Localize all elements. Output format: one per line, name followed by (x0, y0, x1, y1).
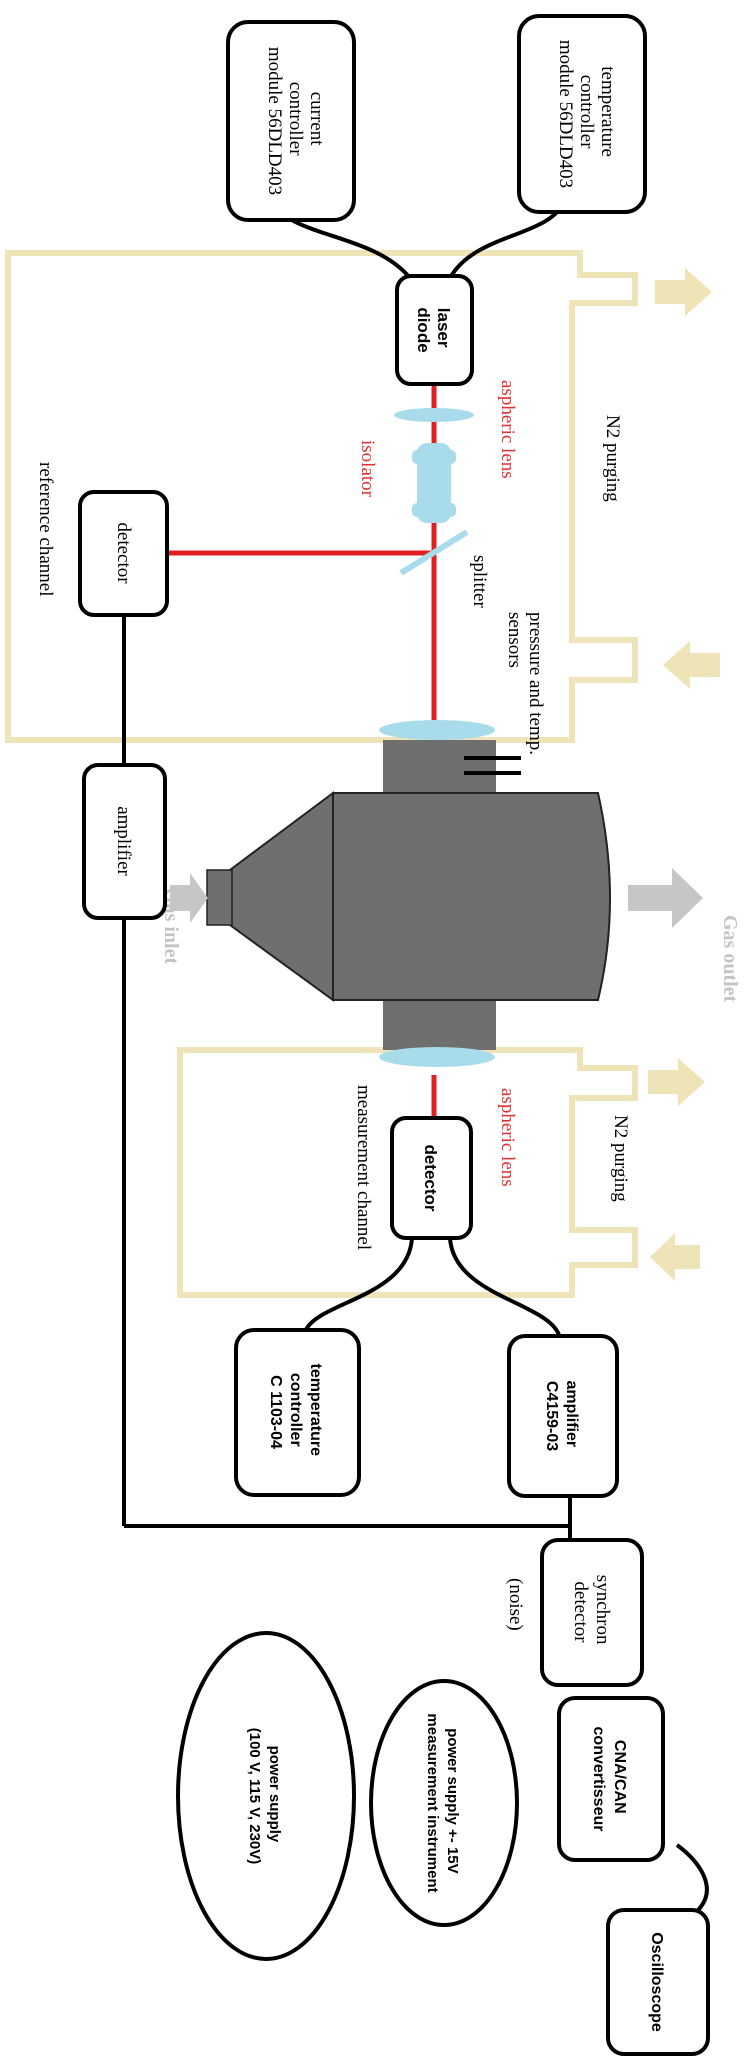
splitter-label: splitter (469, 555, 490, 608)
laser-diode-box: laser diode (395, 274, 474, 386)
temperature-controller-top-box: temperature controller module 56DLD403 (517, 14, 647, 214)
n2-purging-top-label: N2 purging (602, 415, 623, 502)
aspheric-lens-top-label: aspheric lens (497, 380, 518, 479)
reference-amplifier-box: amplifier (82, 763, 167, 920)
lower-enclosure (177, 1047, 638, 1298)
svg-text:current controller: current controller module 56DLD403 (264, 47, 327, 195)
window-bottom (379, 1047, 495, 1067)
svg-text:CNA/CAN convertisseur: CNA/CAN convertisseur (590, 1727, 628, 1832)
aspheric-lens-top (394, 408, 474, 422)
svg-text:temperature controller: temperature controller C 1103-04 (267, 1364, 324, 1461)
oscilloscope-box: Oscilloscope (606, 1908, 710, 2056)
beam-splitter (399, 529, 469, 576)
measurement-detector-box: detector (390, 1116, 473, 1240)
n2-purging-bottom-label: N2 purging (610, 1115, 631, 1202)
reference-channel-label: reference channel (35, 462, 56, 596)
n2-out-arrow-top (655, 268, 712, 316)
n2-in-arrow-top (663, 641, 720, 689)
current-controller-box: current controller module 56DLD403 (226, 20, 356, 222)
isolator-label: isolator (357, 440, 378, 498)
amplifier-c4159-box: amplifier C4159-03 (507, 1334, 619, 1498)
gas-inlet-arrow (170, 873, 208, 923)
n2-out-arrow-bottom (648, 1058, 705, 1106)
reference-detector-box: detector (78, 490, 169, 617)
synchron-detector-box: synchron detector (540, 1538, 644, 1687)
isolator (412, 443, 456, 523)
svg-text:Oscilloscope: Oscilloscope (648, 1932, 665, 2032)
svg-text:laser diode: laser diode (414, 307, 453, 352)
upper-enclosure (5, 250, 638, 743)
svg-text:amplifier C4159-03: amplifier C4159-03 (543, 1380, 580, 1451)
pressure-temp-sensors (464, 756, 521, 775)
svg-text:detector: detector (421, 1144, 440, 1211)
gas-outlet-label: Gas outlet (719, 915, 741, 1003)
gas-cell (206, 740, 611, 1050)
svg-text:power supply (100 V, 115: power supply (100 V, 115 V, 230V) (246, 1728, 283, 1865)
svg-text:amplifier: amplifier (113, 806, 134, 876)
window-top (379, 720, 495, 740)
temperature-controller-bottom-box: temperature controller C 1103-04 (234, 1328, 361, 1497)
pressure-temp-sensors-label: pressure and temp. sensors (504, 612, 546, 760)
aspheric-lens-bottom-label: aspheric lens (497, 1088, 518, 1187)
svg-text:power supply +- 15V meas: power supply +- 15V measurement instrume… (424, 1713, 461, 1892)
noise-label: (noise) (505, 1578, 526, 1631)
converter-box: CNA/CAN convertisseur (557, 1696, 665, 1862)
svg-text:synchron detector: synchron detector (570, 1575, 613, 1649)
power-supply-mains-ellipse: power supply (100 V, 115 V, 230V) (176, 1631, 356, 1961)
svg-text:detector: detector (113, 522, 134, 584)
gas-outlet-arrow (628, 868, 703, 928)
n2-in-arrow-bottom (650, 1233, 700, 1281)
measurement-channel-label: measurement channel (353, 1085, 374, 1250)
power-supply-measurement-ellipse: power supply +- 15V measurement instrume… (369, 1679, 519, 1927)
svg-text:temperature controller: temperature controller module 56DLD403 (555, 40, 618, 188)
laser-beam (168, 385, 437, 1118)
